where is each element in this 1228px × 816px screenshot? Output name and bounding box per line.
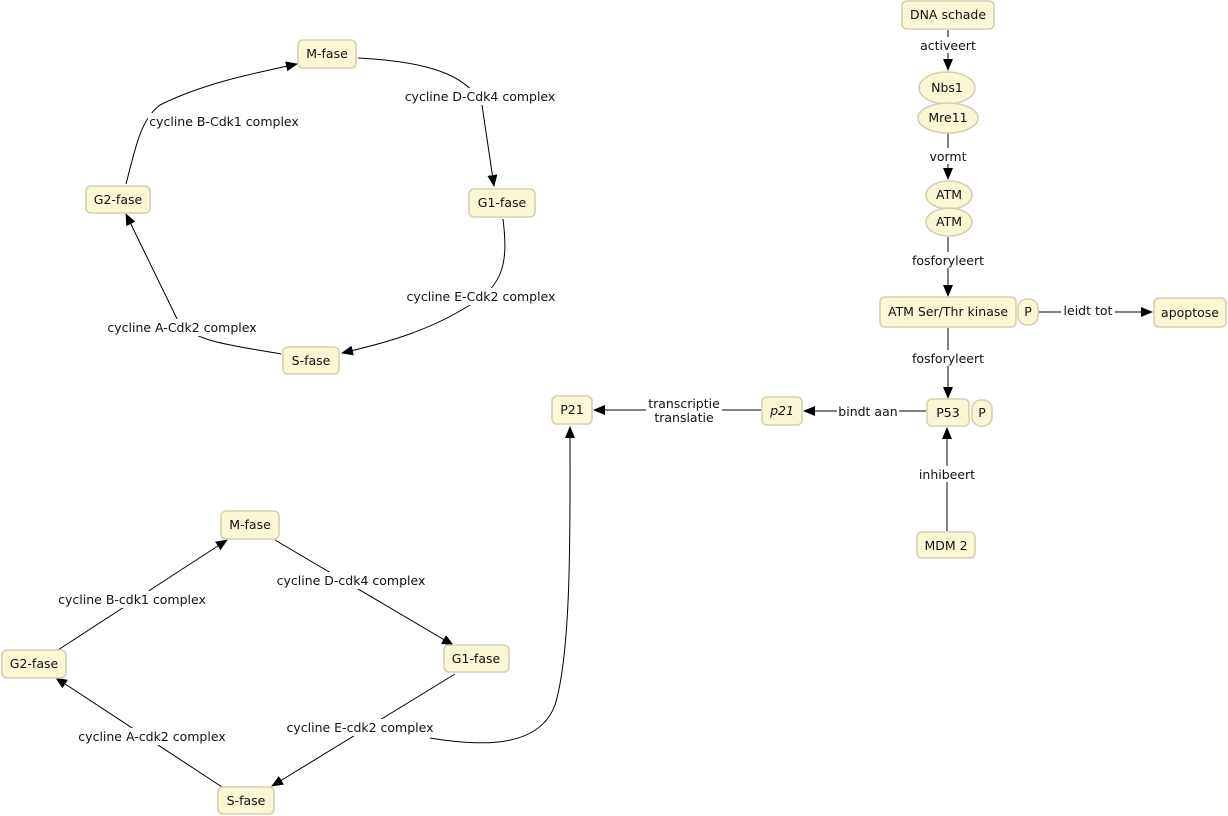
node-cycle1-g1-fase[interactable]: G1-fase bbox=[468, 188, 536, 218]
label-activeert: activeert bbox=[920, 38, 976, 53]
label-transcriptie: transcriptie bbox=[648, 396, 720, 411]
label-cycle1-a-cdk2: cycline A-Cdk2 complex bbox=[107, 320, 256, 335]
node-cycle2-m-fase[interactable]: M-fase bbox=[220, 510, 280, 540]
node-nbs1[interactable]: Nbs1 bbox=[918, 71, 976, 105]
node-cycle1-m-fase-label: M-fase bbox=[306, 46, 348, 61]
edge-e-cdk2-p21 bbox=[429, 426, 576, 744]
label-cycle2-e-cdk2: cycline E-cdk2 complex bbox=[286, 720, 433, 735]
node-dna-schade-label: DNA schade bbox=[910, 7, 986, 22]
node-p21-gene-label: p21 bbox=[769, 403, 794, 418]
edge-labels-layer: activeert vormt fosforyleert leidt tot f… bbox=[58, 37, 1115, 745]
node-mre11-label: Mre11 bbox=[928, 110, 967, 125]
label-cycle2-a-cdk2: cycline A-cdk2 complex bbox=[78, 729, 225, 744]
node-atm-kinase[interactable]: ATM Ser/Thr kinase bbox=[879, 296, 1017, 328]
label-fosforyleert-1: fosforyleert bbox=[912, 253, 984, 268]
node-cycle1-s-fase[interactable]: S-fase bbox=[282, 346, 340, 375]
node-cycle2-g1-fase[interactable]: G1-fase bbox=[443, 644, 510, 673]
node-cycle2-s-fase-label: S-fase bbox=[227, 793, 266, 808]
node-p-kinase[interactable]: P bbox=[1017, 298, 1039, 326]
edge-cycle2-m-g1 bbox=[274, 539, 454, 646]
node-cycle1-g1-fase-label: G1-fase bbox=[478, 195, 527, 210]
node-p-kinase-label: P bbox=[1024, 304, 1032, 319]
node-atm-1[interactable]: ATM bbox=[925, 180, 973, 210]
node-dna-schade[interactable]: DNA schade bbox=[901, 0, 995, 30]
label-vormt: vormt bbox=[929, 149, 966, 164]
node-mdm2[interactable]: MDM 2 bbox=[916, 531, 976, 559]
edge-cycle1-g2-m bbox=[125, 61, 298, 185]
label-leidt-tot: leidt tot bbox=[1064, 303, 1113, 318]
node-p53[interactable]: P53 bbox=[926, 398, 970, 427]
node-p-p53-label: P bbox=[978, 405, 986, 420]
label-cycle1-b-cdk1: cycline B-Cdk1 complex bbox=[149, 114, 299, 129]
node-cycle2-s-fase[interactable]: S-fase bbox=[217, 786, 275, 815]
edge-cycle1-m-g1 bbox=[357, 57, 498, 187]
label-translatie: translatie bbox=[654, 410, 714, 425]
node-p-p53[interactable]: P bbox=[971, 399, 993, 427]
node-p21-protein[interactable]: P21 bbox=[551, 395, 593, 425]
node-nbs1-label: Nbs1 bbox=[931, 80, 963, 95]
label-cycle1-d-cdk4: cycline D-Cdk4 complex bbox=[405, 89, 556, 104]
label-bindt-aan: bindt aan bbox=[838, 404, 897, 419]
label-cycle2-b-cdk1: cycline B-cdk1 complex bbox=[58, 592, 206, 607]
node-cycle2-g2-fase[interactable]: G2-fase bbox=[1, 649, 67, 679]
node-cycle1-m-fase[interactable]: M-fase bbox=[297, 39, 357, 69]
node-cycle1-g2-fase[interactable]: G2-fase bbox=[85, 185, 151, 214]
node-apoptose-label: apoptose bbox=[1161, 305, 1219, 320]
node-mdm2-label: MDM 2 bbox=[924, 538, 967, 553]
node-atm-2-label: ATM bbox=[936, 214, 962, 229]
node-p21-gene[interactable]: p21 bbox=[761, 396, 803, 426]
label-inhibeert: inhibeert bbox=[919, 467, 975, 482]
label-fosforyleert-2: fosforyleert bbox=[912, 351, 984, 366]
node-p53-label: P53 bbox=[936, 405, 959, 420]
node-cycle2-g2-fase-label: G2-fase bbox=[10, 656, 59, 671]
node-cycle2-m-fase-label: M-fase bbox=[229, 517, 271, 532]
node-atm-kinase-label: ATM Ser/Thr kinase bbox=[888, 304, 1008, 319]
node-atm-2[interactable]: ATM bbox=[925, 207, 973, 237]
edge-cycle1-g1-s bbox=[341, 218, 506, 356]
node-cycle1-g2-fase-label: G2-fase bbox=[94, 192, 143, 207]
node-mre11[interactable]: Mre11 bbox=[917, 102, 979, 134]
node-cycle1-s-fase-label: S-fase bbox=[292, 353, 331, 368]
label-cycle2-d-cdk4: cycline D-cdk4 complex bbox=[277, 573, 426, 588]
node-p21-protein-label: P21 bbox=[560, 402, 583, 417]
node-cycle2-g1-fase-label: G1-fase bbox=[452, 651, 501, 666]
node-apoptose[interactable]: apoptose bbox=[1153, 297, 1227, 328]
node-atm-1-label: ATM bbox=[936, 187, 962, 202]
label-cycle1-e-cdk2: cycline E-Cdk2 complex bbox=[407, 289, 556, 304]
